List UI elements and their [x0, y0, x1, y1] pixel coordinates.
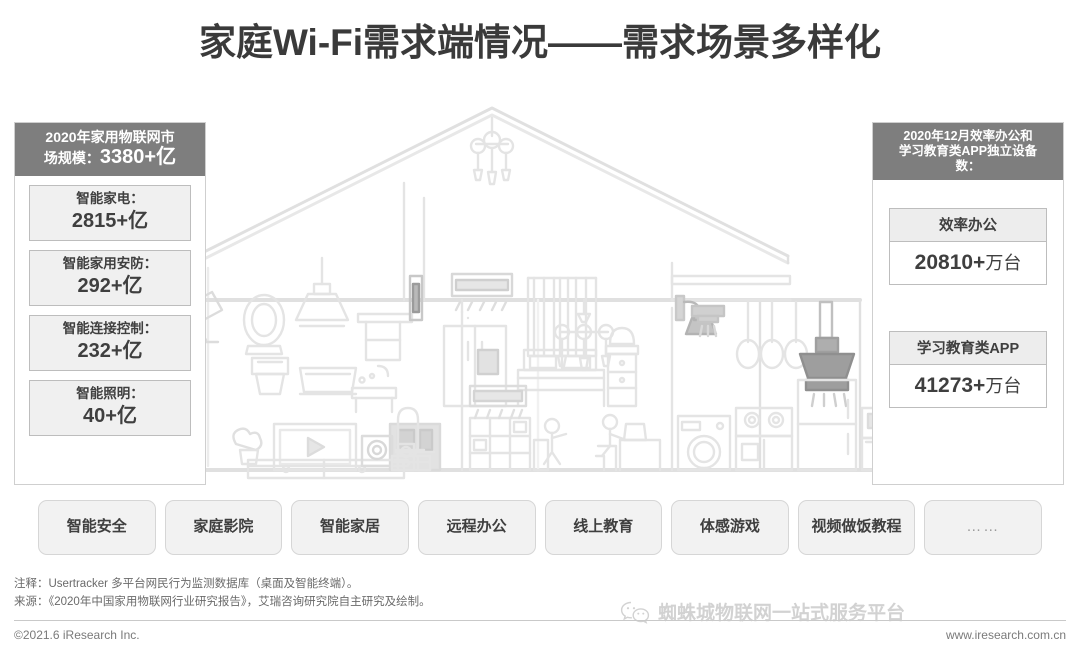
washing-machine-icon — [676, 414, 732, 472]
tag-smart-home[interactable]: 智能家居 — [291, 500, 409, 555]
stat-label: 智能家用安防： — [62, 255, 158, 271]
tag-more-ellipsis[interactable]: …… — [924, 500, 1042, 555]
stat-value: 2815+亿 — [71, 209, 149, 232]
stat-label: 智能家电： — [76, 191, 144, 207]
metric-box-office-efficiency: 效率办公 20810+万台 — [889, 208, 1047, 286]
left-panel-header-prefix: 场规模： — [43, 149, 100, 166]
sink-icon — [350, 364, 398, 414]
pendant-bulbs-icon — [735, 300, 809, 370]
right-panel-header-line1: 2020年12月效率办公和 — [903, 129, 1033, 143]
left-panel-header: 2020年家用物联网市 场规模：3380+亿 — [15, 123, 205, 177]
right-panel-body: 效率办公 20810+万台 学习教育类APP 41273+万台 — [873, 180, 1063, 409]
tag-smart-security[interactable]: 智能安全 — [38, 500, 156, 555]
stat-label: 智能照明： — [76, 385, 144, 401]
metric-value-row: 20810+万台 — [890, 242, 1046, 284]
curtains-icon — [526, 276, 598, 358]
air-conditioner-icon — [450, 272, 514, 312]
left-panel-header-value: 3380+亿 — [99, 145, 177, 168]
tag-motion-games[interactable]: 体感游戏 — [671, 500, 789, 555]
tag-home-theater[interactable]: 家庭影院 — [164, 500, 283, 555]
left-panel-header-line1: 2020年家用物联网市 — [45, 129, 175, 145]
scenario-tag-row: 智能安全 家庭影院 智能家居 远程办公 线上教育 体感游戏 视频做饭教程 …… — [38, 500, 1042, 555]
metric-value-row: 41273+万台 — [890, 365, 1046, 407]
left-panel-body: 智能家电： 2815+亿 智能家用安防： 292+亿 智能连接控制： 232+亿… — [15, 176, 205, 442]
stat-card-home-security: 智能家用安防： 292+亿 — [29, 249, 191, 306]
note-line-annotation: 注释：Usertracker 多平台网民行为监测数据库（桌面及智能终端）。 — [14, 578, 359, 590]
right-panel-header-line3: 数： — [955, 158, 981, 173]
left-stat-panel: 2020年家用物联网市 场规模：3380+亿 智能家电： 2815+亿 智能家用… — [14, 122, 206, 485]
metric-box-education-apps: 学习教育类APP 41273+万台 — [889, 331, 1047, 409]
bookshelf-icon — [468, 416, 532, 472]
stat-value: 292+亿 — [77, 274, 143, 297]
tag-online-education[interactable]: 线上教育 — [544, 500, 663, 555]
nightstand-icon — [604, 326, 640, 408]
bed-icon — [516, 348, 606, 408]
tag-video-cooking-tutorial[interactable]: 视频做饭教程 — [797, 500, 916, 555]
metric-unit: 万台 — [985, 376, 1022, 397]
metric-value: 20810+ — [914, 251, 986, 275]
chandelier-icon — [553, 298, 615, 372]
stat-card-smart-lighting: 智能照明： 40+亿 — [29, 379, 191, 436]
metric-label: 学习教育类APP — [890, 332, 1046, 366]
copyright-text: ©2021.6 iResearch Inc. — [14, 628, 140, 642]
page-title: 家庭Wi-Fi需求端情况——需求场景多样化 — [198, 22, 882, 63]
pendant-lamp-icon — [294, 256, 350, 328]
plant-icon — [232, 427, 263, 466]
mirror-icon — [242, 293, 286, 356]
right-panel-header-line2: 学习教育类APP独立设备 — [898, 143, 1038, 158]
bathroom-fixtures — [242, 256, 414, 414]
person-at-desk-icon — [594, 413, 662, 472]
tag-remote-office[interactable]: 远程办公 — [417, 500, 536, 555]
water-heater-icon — [408, 274, 424, 322]
ceiling-vent-icon — [690, 304, 726, 338]
stat-value: 40+亿 — [83, 404, 137, 427]
website-url: www.iresearch.com.cn — [945, 628, 1066, 642]
stat-card-smart-appliances: 智能家电： 2815+亿 — [29, 185, 191, 241]
metric-value: 41273+ — [914, 374, 986, 398]
person-reading-icon — [532, 417, 568, 472]
split-ac-icon — [468, 384, 528, 420]
refrigerator-kitchen-icon — [796, 378, 858, 472]
microphone-icon — [394, 406, 426, 458]
side-table-icon — [390, 454, 432, 472]
house-structure — [194, 181, 886, 472]
footer-divider — [14, 620, 1066, 621]
towel-rack-icon — [356, 312, 414, 362]
metric-label: 效率办公 — [890, 209, 1046, 243]
range-hood-icon — [798, 300, 856, 408]
attic-chandelier-icon — [469, 116, 515, 186]
stat-card-smart-connection: 智能连接控制： 232+亿 — [29, 314, 191, 371]
note-line-source: 来源：《2020年中国家用物联网行业研究报告》，艾瑞咨询研究院自主研究及绘制。 — [14, 595, 431, 608]
left-panel-header-line2: 场规模：3380+亿 — [19, 146, 201, 170]
bathtub-icon — [298, 366, 358, 396]
tv-icon — [272, 422, 358, 472]
toilet-icon — [250, 356, 290, 396]
metric-unit: 万台 — [985, 253, 1022, 274]
stat-value: 232+亿 — [77, 339, 143, 362]
gas-stove-icon — [734, 406, 794, 472]
right-stat-panel: 2020年12月效率办公和 学习教育类APP独立设备 数： 效率办公 20810… — [872, 122, 1064, 485]
stat-label: 智能连接控制： — [62, 320, 158, 336]
source-notes: 注释：Usertracker 多平台网民行为监测数据库（桌面及智能终端）。 来源… — [14, 576, 431, 612]
right-panel-header: 2020年12月效率办公和 学习教育类APP独立设备 数： — [873, 123, 1063, 181]
